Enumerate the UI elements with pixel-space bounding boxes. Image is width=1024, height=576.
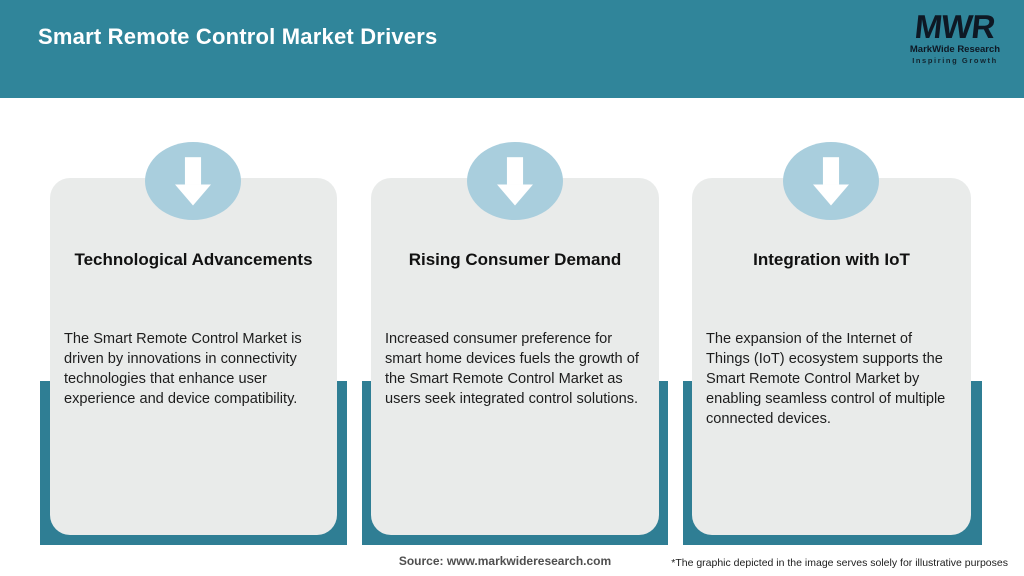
logo-acronym: MWR	[913, 8, 997, 45]
down-arrow-icon	[467, 142, 563, 220]
card-body-text: The expansion of the Internet of Things …	[706, 331, 946, 427]
card-panel	[692, 178, 971, 535]
card-panel	[50, 178, 337, 535]
card-body-text: The Smart Remote Control Market is drive…	[64, 331, 302, 407]
down-arrow-icon	[145, 142, 241, 220]
card-title: Rising Consumer Demand	[408, 250, 622, 269]
card-title: Integration with IoT	[753, 250, 910, 269]
card-panel	[371, 178, 659, 535]
markwide-research-logo: MWR MarkWide Research Inspiring Growth	[900, 8, 1010, 65]
disclaimer-note: *The graphic depicted in the image serve…	[671, 557, 1008, 569]
source-credit: Source: www.markwideresearch.com	[398, 554, 612, 568]
card-title: Technological Advancements	[74, 250, 313, 269]
logo-name: MarkWide Research	[909, 44, 1001, 55]
header-band: Smart Remote Control Market Drivers MWR …	[0, 0, 1024, 98]
page-title: Smart Remote Control Market Drivers	[38, 24, 438, 49]
logo-tagline: Inspiring Growth	[912, 55, 998, 65]
down-arrow-icon	[783, 142, 879, 220]
card-body-text: Increased consumer preference for smart …	[385, 331, 639, 407]
